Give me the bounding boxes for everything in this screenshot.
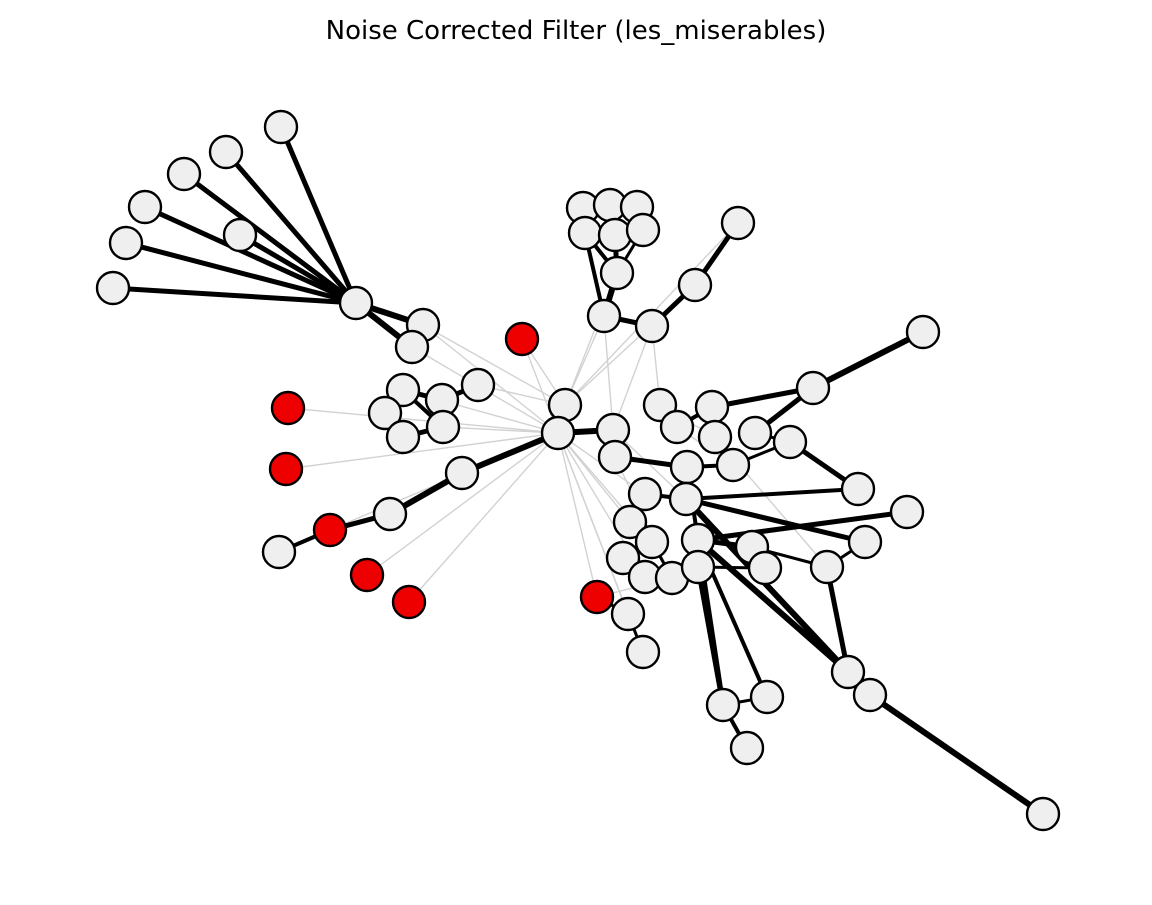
graph-node [737, 415, 773, 451]
graph-node [694, 389, 730, 425]
graph-node [597, 439, 633, 475]
graph-node [385, 372, 421, 408]
graph-edge-kept [685, 496, 866, 545]
graph-node [669, 449, 705, 485]
graph-edge-kept [125, 240, 357, 306]
graph-node-filtered [579, 579, 615, 615]
graph-node [680, 549, 716, 585]
graph-node [847, 524, 883, 560]
graph-node [394, 329, 430, 365]
graph-edge-removed [557, 432, 598, 598]
graph-node [612, 504, 648, 540]
graph-node [634, 524, 670, 560]
graph-node-filtered [270, 390, 306, 426]
graph-edge-kept [460, 430, 560, 476]
graph-node-filtered [504, 321, 540, 357]
graph-node-filtered [391, 584, 427, 620]
graph-edge-kept [182, 172, 358, 305]
graph-node [625, 634, 661, 670]
graph-node [852, 677, 888, 713]
node-layer [95, 109, 1061, 832]
graph-node [705, 687, 741, 723]
graph-node [586, 298, 622, 334]
graph-node [610, 596, 646, 632]
graph-node [166, 156, 202, 192]
graph-edge-removed [285, 432, 559, 470]
graph-node [905, 314, 941, 350]
graph-node [597, 217, 633, 253]
graph-node [840, 471, 876, 507]
chart-title: Noise Corrected Filter (les_miserables) [325, 16, 827, 46]
graph-node [567, 215, 603, 251]
graph-edge-removed [408, 432, 559, 603]
graph-node [889, 494, 925, 530]
graph-node [809, 549, 845, 585]
graph-node [95, 270, 131, 306]
graph-edge-kept [695, 566, 726, 706]
graph-node [1025, 796, 1061, 832]
graph-edge-removed [603, 315, 614, 431]
graph-edge-removed [422, 324, 566, 406]
graph-node [263, 109, 299, 145]
graph-node [795, 370, 831, 406]
graph-node [460, 367, 496, 403]
graph-edge-kept [278, 126, 359, 304]
graph-node-filtered [268, 451, 304, 487]
graph-node [208, 134, 244, 170]
graph-edge-kept [811, 329, 925, 391]
graph-edge-removed [287, 407, 559, 434]
graph-node [697, 419, 733, 455]
graph-edge-kept [696, 537, 850, 675]
graph-edge-kept [224, 150, 358, 305]
graph-node [367, 395, 403, 431]
graph-node [830, 654, 866, 690]
graph-node [444, 455, 480, 491]
graph-node [668, 481, 704, 517]
graph-edge-kept [143, 204, 358, 306]
graph-node-filtered [349, 557, 385, 593]
graph-node [749, 679, 785, 715]
graph-node [720, 205, 756, 241]
graph-edge-kept [685, 487, 859, 501]
graph-node [385, 419, 421, 455]
graph-node [108, 225, 144, 261]
graph-node [772, 424, 808, 460]
graph-edge-kept [112, 285, 357, 306]
graph-node [677, 267, 713, 303]
graph-node [338, 285, 374, 321]
graph-edge-kept [868, 692, 1045, 817]
graph-edge-removed [366, 432, 559, 576]
graph-node [605, 540, 641, 576]
graph-node [729, 730, 765, 766]
graph-node [127, 189, 163, 225]
graph-node [540, 415, 576, 451]
graph-node [425, 409, 461, 445]
graph-node [547, 387, 583, 423]
graph-node [747, 550, 783, 586]
graph-node [625, 212, 661, 248]
graph-node-filtered [312, 512, 348, 548]
graph-node [222, 217, 258, 253]
graph-node [634, 308, 670, 344]
graph-node [372, 496, 408, 532]
graph-edge-kept [824, 566, 851, 673]
graph-edge-removed [442, 426, 559, 434]
graph-node [659, 409, 695, 445]
graph-edge-kept [238, 232, 358, 306]
graph-edge-kept [697, 509, 908, 543]
graph-node [599, 255, 635, 291]
graph-edge-kept [683, 496, 851, 675]
graph-node [627, 476, 663, 512]
graph-node [261, 534, 297, 570]
graph-node [715, 447, 751, 483]
graph-edge-removed [612, 325, 653, 431]
